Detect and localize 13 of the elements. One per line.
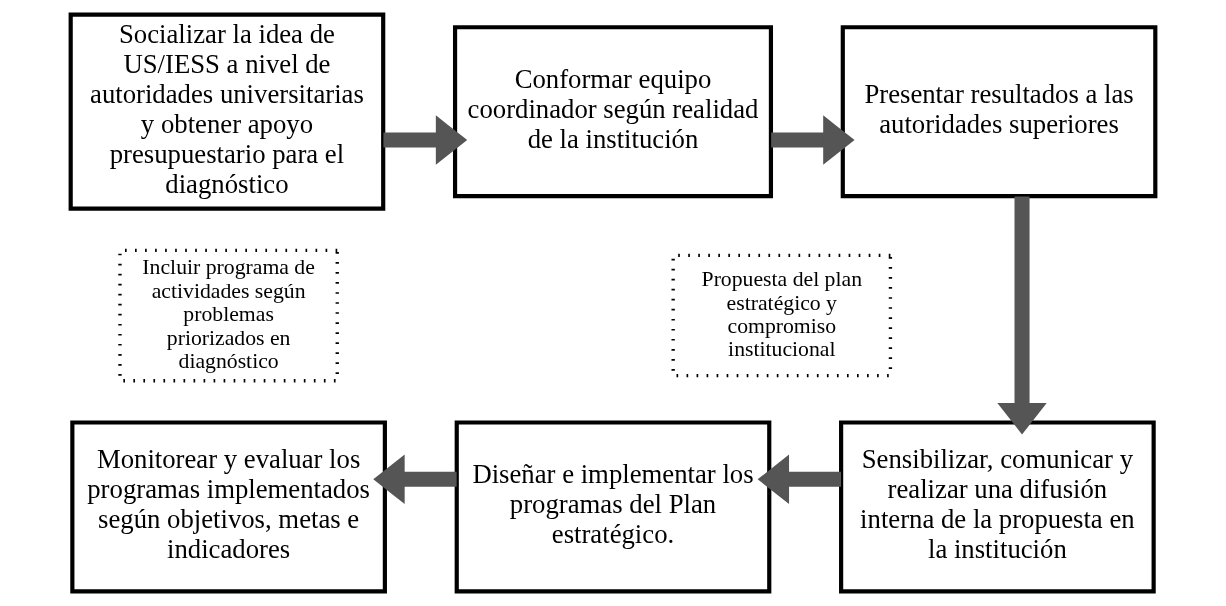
node-box: Sensibilizar, comunicar y realizar una difusión interna de la propuesta en la institución — [839, 420, 1156, 594]
node-box: Incluir programa de actividades según problemas priorizados en diagnóstico — [118, 248, 339, 383]
node-box: Presentar resultados a las autoridades superiores — [840, 25, 1158, 199]
node-box: Socializar la idea de US/IESS a nivel de autoridades universitarias y obtener apoyo presupuestario para el diagnóstico — [68, 12, 386, 211]
arrow — [771, 115, 855, 165]
arrow — [997, 196, 1047, 435]
node-box: Monitorear y evaluar los programas implementados según objetivos, metas e indicadores — [70, 420, 387, 594]
node-box: Conformar equipo coordinador según realidad de la institución — [453, 25, 773, 199]
arrow — [383, 115, 468, 165]
arrow — [757, 454, 842, 504]
node-box: Propuesta del plan estratégico y compromiso institucional — [671, 253, 893, 378]
node-box: Diseñar e implementar los programas del Plan estratégico. — [454, 420, 772, 594]
arrow — [373, 454, 457, 504]
